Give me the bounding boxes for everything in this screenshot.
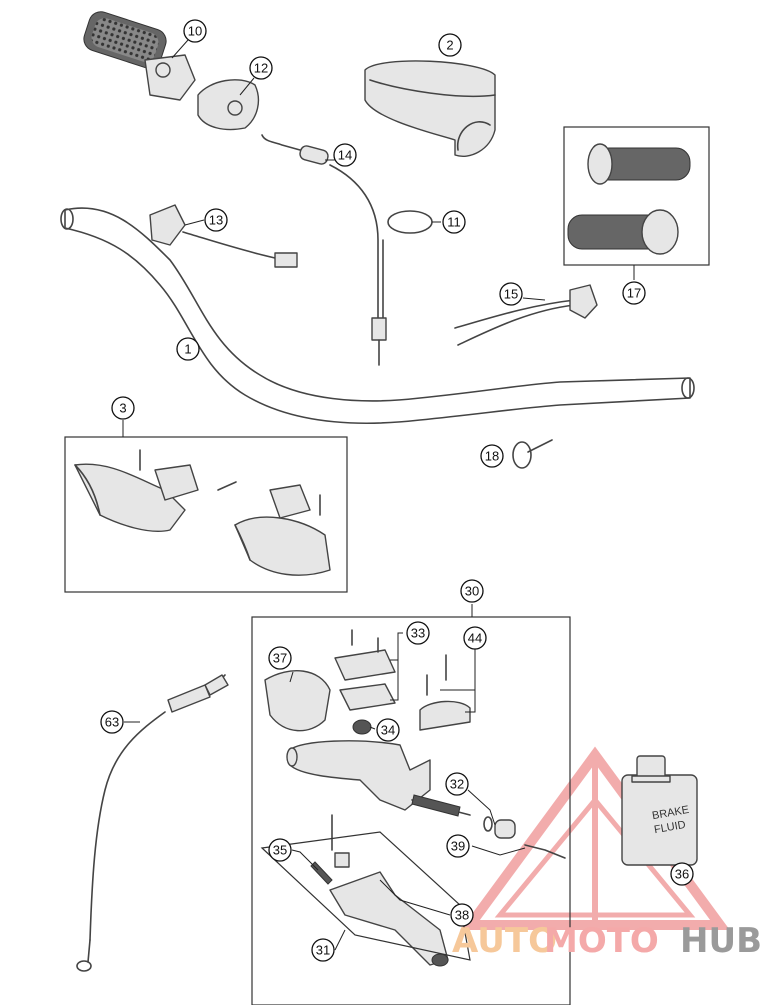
svg-text:39: 39: [451, 839, 465, 854]
callout-17: 17: [622, 281, 646, 305]
svg-text:14: 14: [338, 148, 352, 163]
callout-11: 11: [442, 210, 466, 234]
svg-text:15: 15: [504, 287, 518, 302]
grips-set: [567, 143, 691, 255]
svg-text:18: 18: [485, 449, 499, 464]
master-cylinder-cap: [264, 670, 331, 732]
bottle-label-line2: FLUID: [653, 819, 686, 836]
svg-text:3: 3: [119, 401, 126, 416]
diaphragm: [352, 719, 372, 735]
svg-text:38: 38: [455, 908, 469, 923]
svg-text:2: 2: [446, 38, 453, 53]
handguard-box: [64, 436, 348, 593]
handlebar-end-right: [681, 377, 695, 399]
svg-text:17: 17: [627, 286, 641, 301]
svg-text:10: 10: [188, 24, 202, 39]
master-cylinder-body: [286, 740, 431, 811]
leader-lines: [122, 39, 635, 951]
callout-37: 37: [268, 646, 292, 670]
brake-hose: [76, 674, 229, 972]
svg-text:AUTO: AUTO: [452, 921, 557, 961]
callout-35: 35: [268, 838, 292, 862]
svg-text:37: 37: [273, 651, 287, 666]
svg-text:11: 11: [447, 215, 461, 230]
callout-39: 39: [446, 834, 470, 858]
callout-18: 18: [480, 444, 504, 468]
callout-44: 44: [463, 626, 487, 650]
handguard-kit: [74, 449, 331, 576]
callout-10: 10: [183, 19, 207, 43]
hot-start-cable: [454, 284, 598, 346]
reservoir-cover: [334, 649, 396, 681]
svg-text:1: 1: [184, 342, 191, 357]
brake-master-box: [251, 616, 571, 1005]
svg-text:12: 12: [254, 61, 268, 76]
svg-text:34: 34: [381, 723, 395, 738]
callout-12: 12: [249, 56, 273, 80]
throttle-cable: [261, 134, 387, 366]
throttle-grip: [83, 11, 196, 101]
svg-text:35: 35: [273, 843, 287, 858]
handlebar-end-left: [60, 208, 74, 230]
o-ring: [387, 210, 433, 234]
callout-1: 1: [176, 337, 200, 361]
grips-box: [563, 126, 710, 266]
svg-text:30: 30: [465, 584, 479, 599]
adjuster-spring: [310, 861, 333, 885]
lever-boot: [524, 844, 566, 859]
callout-63: 63: [100, 710, 124, 734]
watermark-text: AUTO MOTO HUB: [452, 921, 762, 961]
cable-tie: [512, 439, 553, 469]
callout-2: 2: [438, 33, 462, 57]
svg-text:31: 31: [316, 943, 330, 958]
callout-15: 15: [499, 282, 523, 306]
clamp: [419, 700, 471, 731]
piston-kit: [411, 794, 516, 839]
svg-text:MOTO: MOTO: [544, 921, 659, 961]
callout-14: 14: [333, 143, 357, 167]
brake-fluid-bottle: [621, 755, 698, 866]
callout-30: 30: [460, 579, 484, 603]
brake-lever: [329, 814, 449, 967]
callout-38: 38: [450, 903, 474, 927]
reservoir-gasket: [339, 683, 396, 711]
svg-text:32: 32: [450, 777, 464, 792]
svg-text:44: 44: [468, 631, 482, 646]
svg-text:63: 63: [105, 715, 119, 730]
callout-3: 3: [111, 396, 135, 420]
handlebar-pad: [364, 60, 496, 157]
callout-36: 36: [670, 862, 694, 886]
callout-32: 32: [445, 772, 469, 796]
callout-13: 13: [204, 208, 228, 232]
svg-text:HUB: HUB: [680, 921, 762, 961]
svg-text:13: 13: [209, 213, 223, 228]
svg-text:36: 36: [675, 867, 689, 882]
callout-34: 34: [376, 718, 400, 742]
svg-text:33: 33: [411, 626, 425, 641]
kill-switch: [149, 204, 298, 268]
callout-31: 31: [311, 938, 335, 962]
callout-33: 33: [406, 621, 430, 645]
